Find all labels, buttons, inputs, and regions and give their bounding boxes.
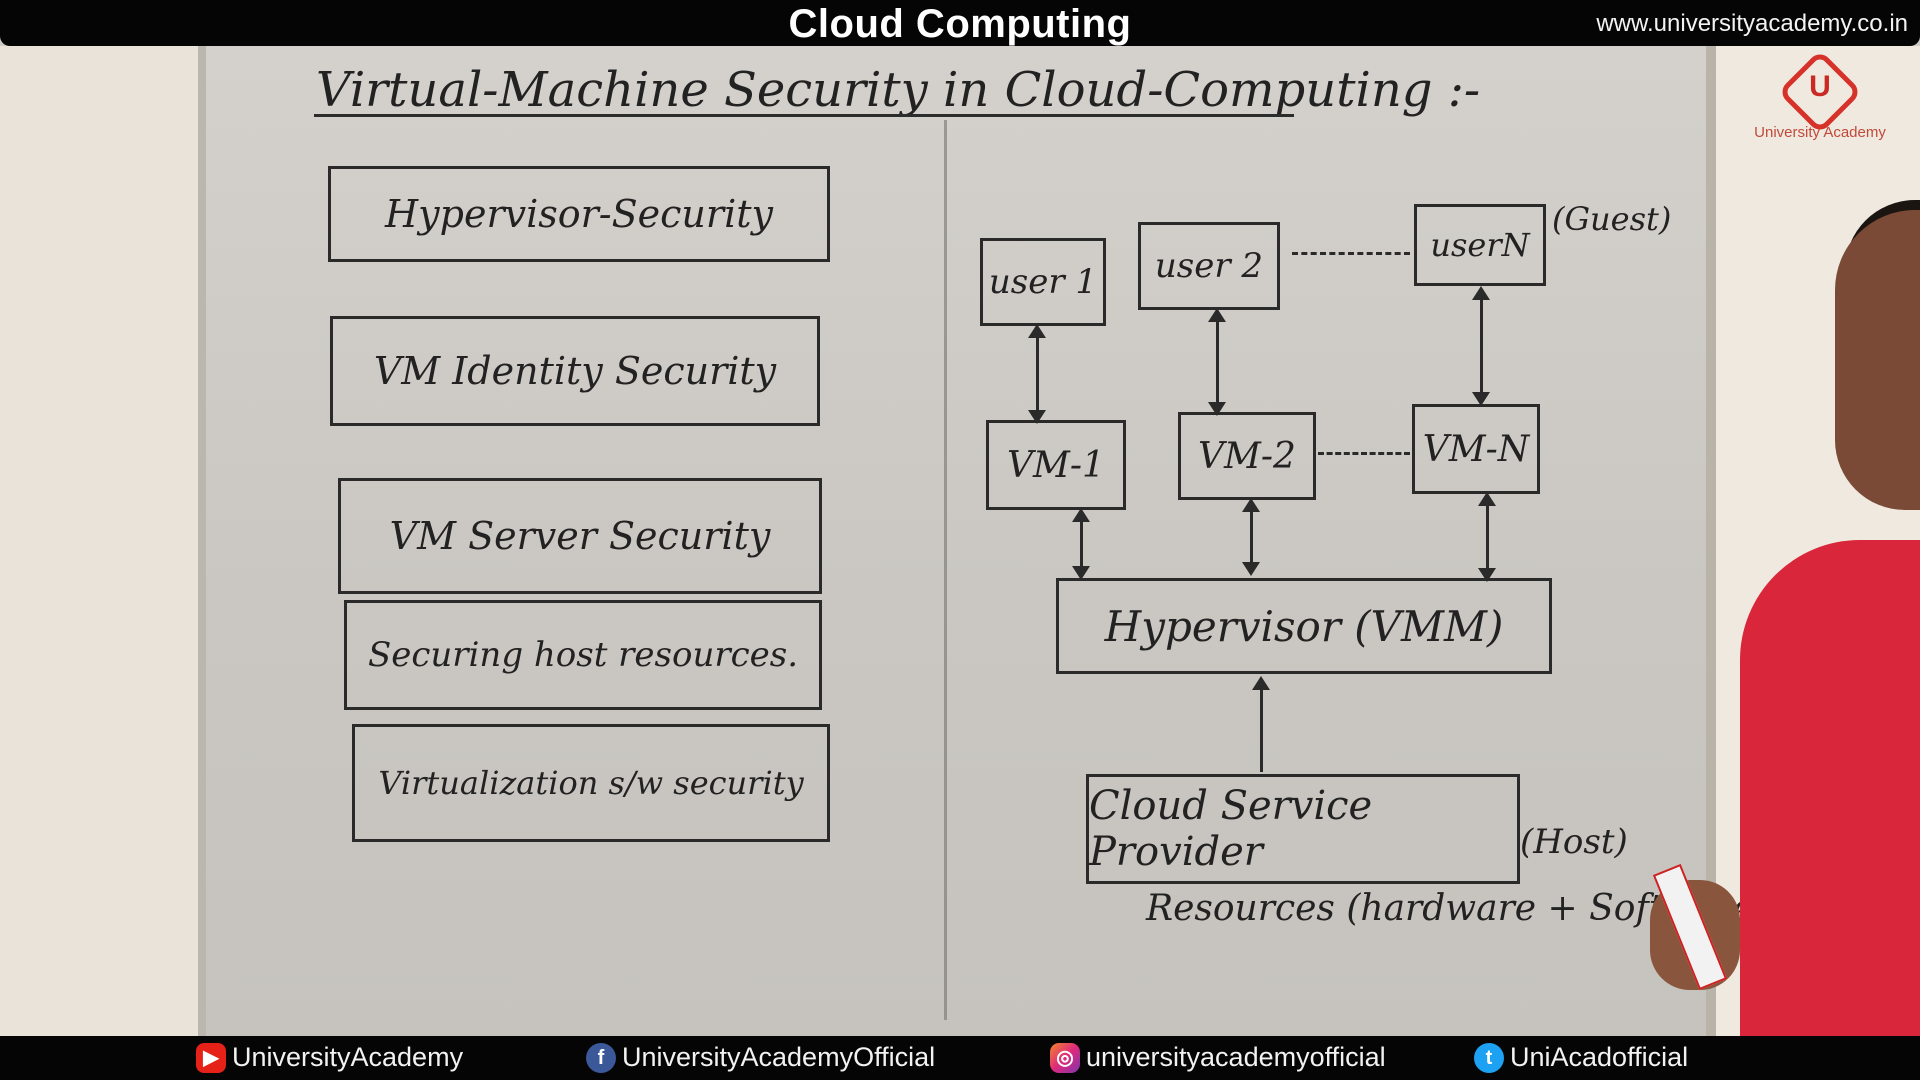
facebook-icon: f — [586, 1042, 616, 1073]
logo-name: University Academy — [1754, 124, 1886, 141]
hypervisor-box: Hypervisor (VMM) — [1056, 578, 1552, 674]
vms-dash-line — [1318, 452, 1410, 455]
provider-box: Cloud Service Provider — [1086, 774, 1520, 884]
vm2-hypervisor-arrow-icon — [1242, 498, 1260, 576]
logo-letter: U — [1809, 70, 1831, 103]
twitter-link[interactable]: t UniAcadofficial — [1474, 1042, 1688, 1073]
vm-box: VM-2 — [1178, 412, 1316, 500]
list-item: VM Identity Security — [330, 316, 820, 426]
instagram-link[interactable]: ◎ universityacademyofficial — [1050, 1042, 1386, 1073]
wall-left — [0, 46, 200, 1036]
top-title-bar: Cloud Computing www.universityacademy.co… — [0, 0, 1920, 46]
user1-vm1-arrow-icon — [1028, 324, 1046, 424]
facebook-link[interactable]: f UniversityAcademyOfficial — [586, 1042, 935, 1073]
instagram-handle: universityacademyofficial — [1086, 1042, 1386, 1072]
list-item: Securing host resources. — [344, 600, 822, 710]
vm1-hypervisor-arrow-icon — [1072, 508, 1090, 580]
vm-box: VM-1 — [986, 420, 1126, 510]
social-bar: ▶ UniversityAcademy f UniversityAcademyO… — [0, 1036, 1920, 1080]
list-item: Virtualization s/w security — [352, 724, 830, 842]
guest-label: (Guest) — [1552, 200, 1672, 238]
user-box: user 2 — [1138, 222, 1280, 310]
youtube-icon: ▶ — [196, 1042, 226, 1073]
twitter-icon: t — [1474, 1042, 1504, 1073]
user-box: user 1 — [980, 238, 1106, 326]
youtube-handle: UniversityAcademy — [232, 1042, 464, 1072]
facebook-handle: UniversityAcademyOfficial — [622, 1042, 936, 1072]
userN-vmN-arrow-icon — [1472, 286, 1490, 406]
user-box: userN — [1414, 204, 1546, 286]
website-url: www.universityacademy.co.in — [1596, 10, 1908, 37]
presenter-body — [1740, 540, 1920, 1040]
list-item: VM Server Security — [338, 478, 822, 594]
youtube-link[interactable]: ▶ UniversityAcademy — [196, 1042, 463, 1073]
host-label: (Host) — [1520, 822, 1628, 862]
whiteboard — [198, 46, 1716, 1036]
provider-hypervisor-arrow-icon — [1252, 676, 1270, 772]
list-item: Hypervisor-Security — [328, 166, 830, 262]
instagram-icon: ◎ — [1050, 1042, 1080, 1073]
board-heading: Virtual-Machine Security in Cloud-Comput… — [316, 62, 1481, 118]
presenter-head — [1835, 210, 1920, 510]
board-divider — [944, 120, 947, 1020]
users-dash-line — [1292, 252, 1410, 255]
twitter-handle: UniAcadofficial — [1510, 1042, 1689, 1072]
user2-vm2-arrow-icon — [1208, 308, 1226, 416]
vmN-hypervisor-arrow-icon — [1478, 492, 1496, 582]
vm-box: VM-N — [1412, 404, 1540, 494]
heading-underline — [314, 114, 1294, 117]
video-title: Cloud Computing — [788, 2, 1132, 46]
